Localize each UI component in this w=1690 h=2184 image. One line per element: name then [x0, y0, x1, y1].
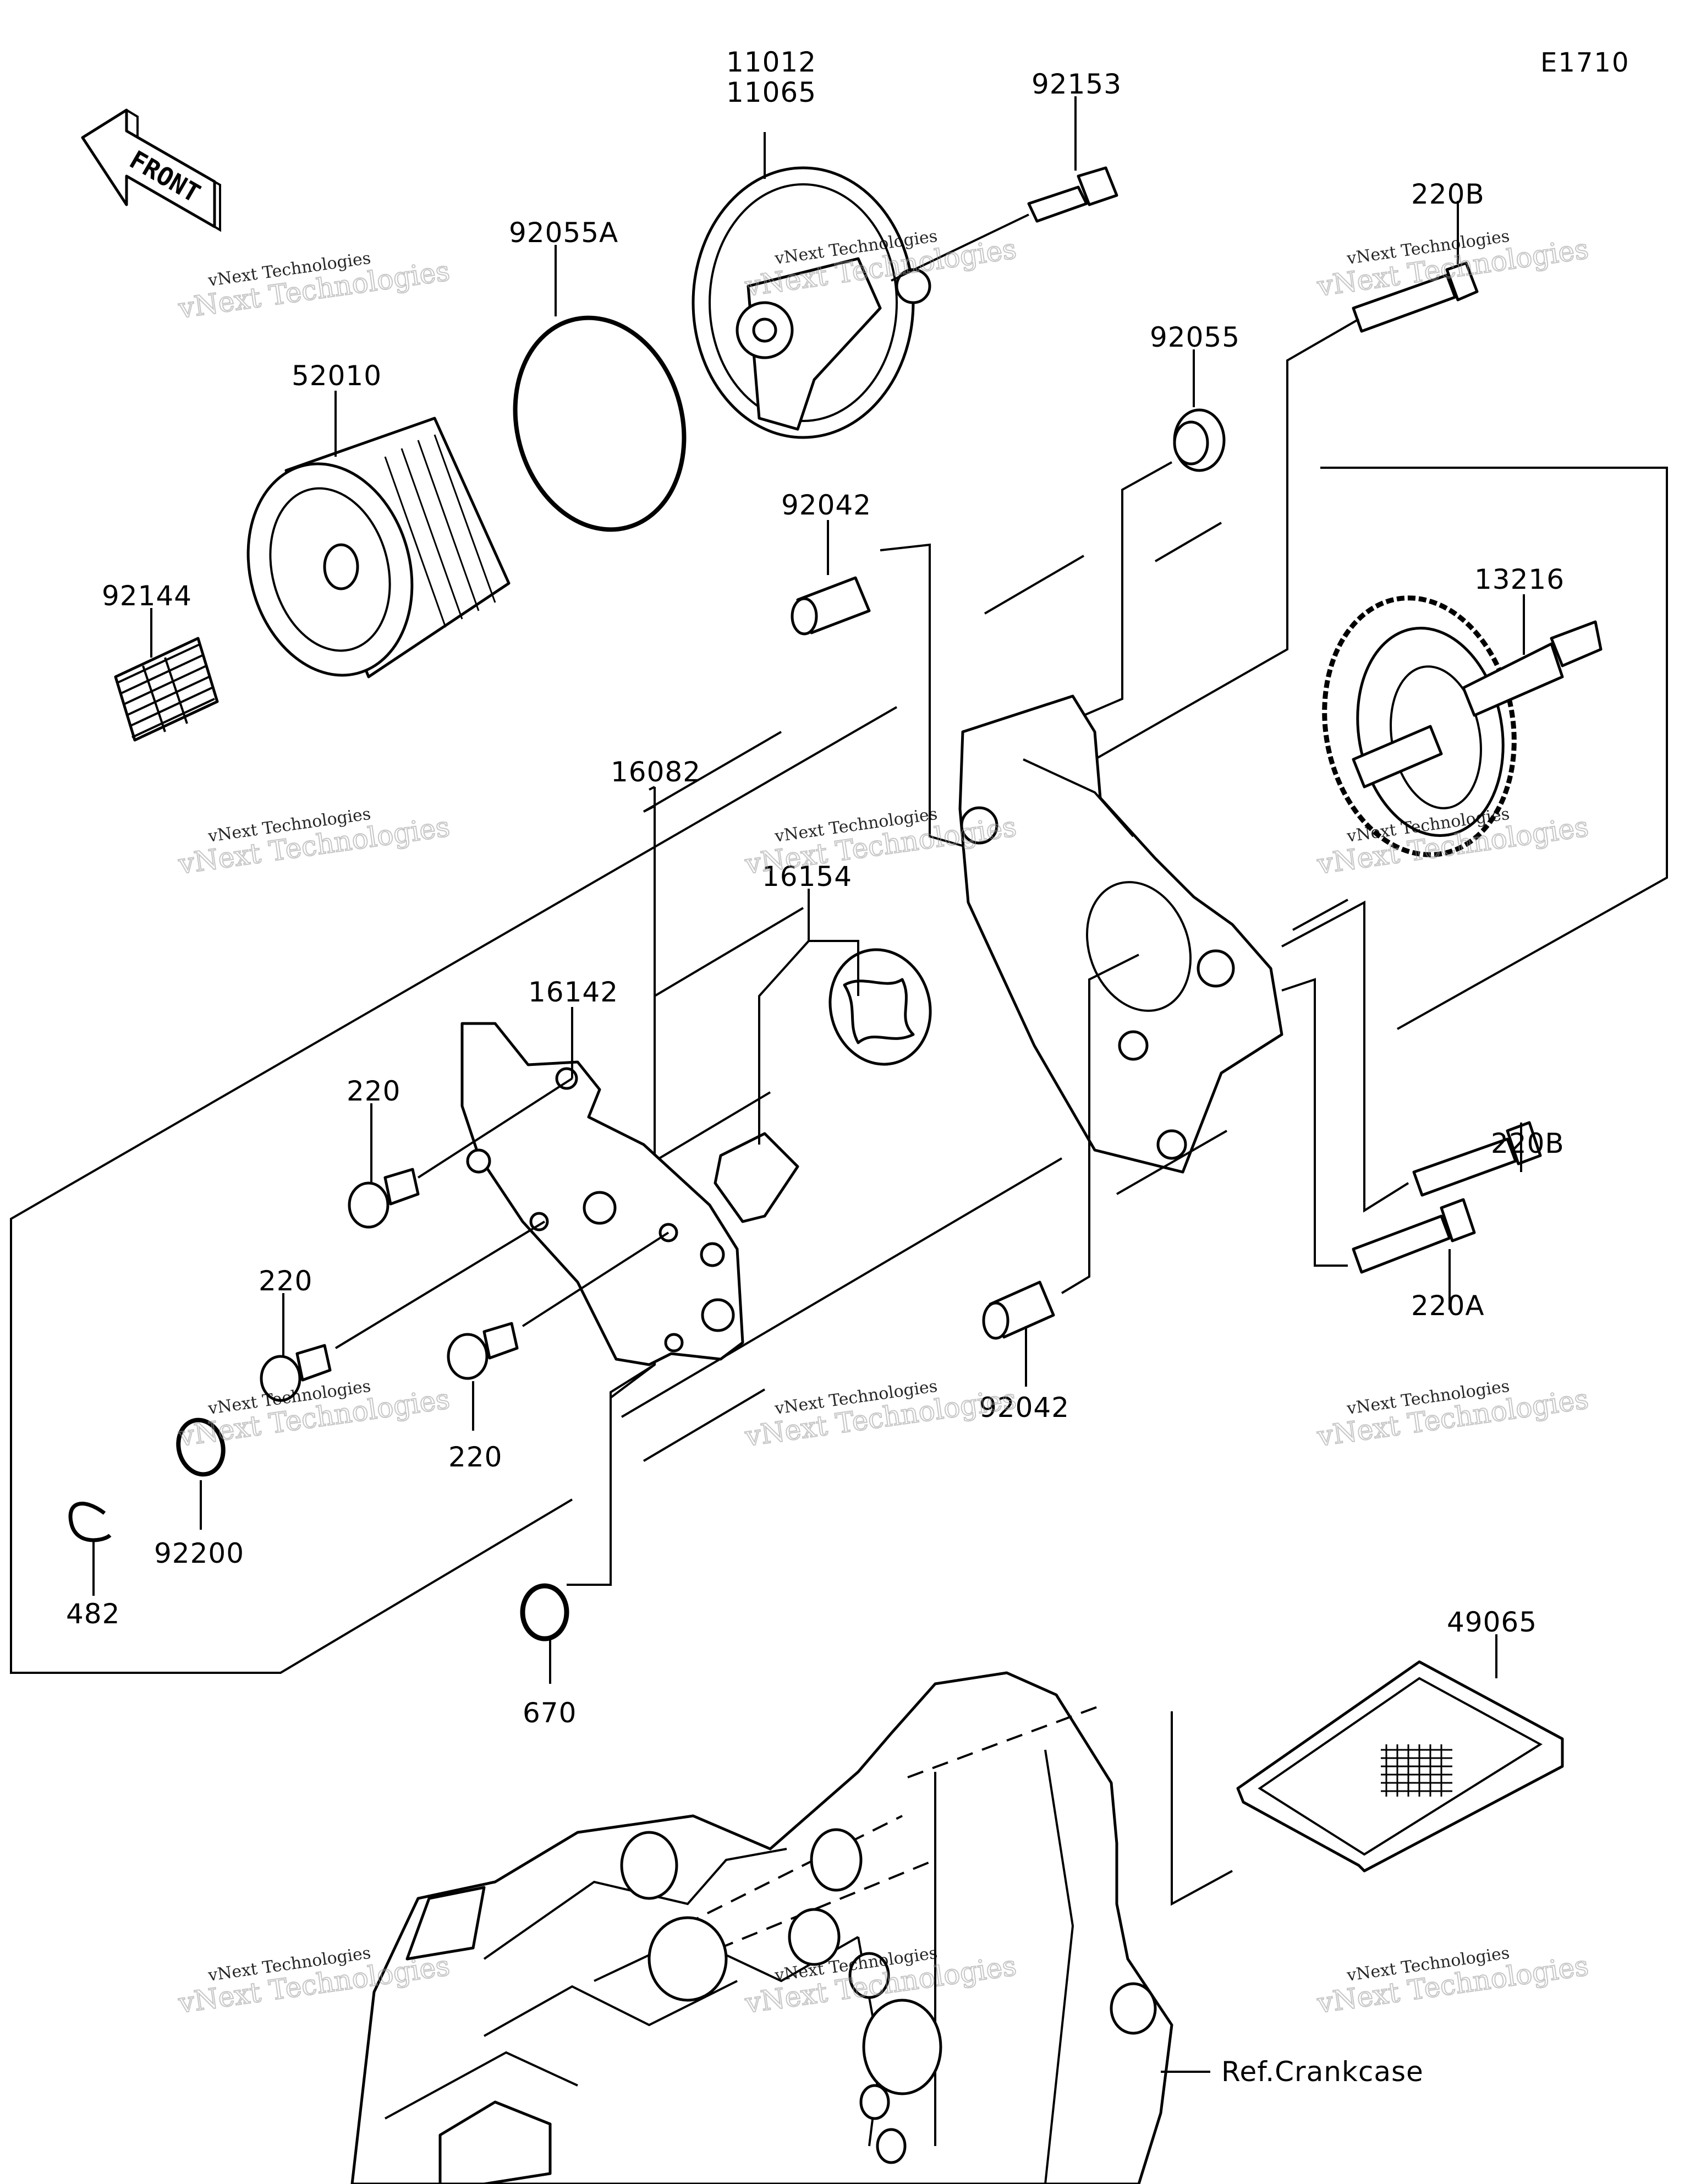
assembly-seg-3: [1154, 522, 1222, 562]
washer-92200[interactable]: [172, 1415, 229, 1479]
dowel-pin-92042-bottom[interactable]: [982, 1280, 1055, 1340]
leader-220b-bottom-path: [1281, 900, 1409, 1213]
circlip-482[interactable]: [68, 1502, 112, 1542]
spring-92144[interactable]: [114, 637, 219, 742]
screw-220-c[interactable]: [447, 1322, 519, 1380]
label-92144: 92144: [102, 580, 192, 612]
assembly-outline-right: [1320, 467, 1668, 1030]
label-52010: 52010: [292, 360, 382, 392]
front-arrow-icon: FRONT: [81, 108, 221, 232]
label-16154: 16154: [762, 861, 852, 893]
label-92153: 92153: [1031, 68, 1122, 100]
label-220b-bottom: 220B: [1491, 1127, 1565, 1159]
o-ring-670[interactable]: [520, 1583, 569, 1641]
assembly-seg-2: [984, 555, 1085, 615]
assembly-seg-1: [643, 731, 782, 813]
label-482: 482: [66, 1598, 120, 1630]
leader-92042-bottom-path: [1061, 954, 1139, 1294]
leader-49065-path: [1171, 1711, 1233, 1906]
dowel-pin-92042-top[interactable]: [791, 576, 871, 636]
assembly-join: [643, 805, 655, 813]
label-220-b: 220: [259, 1265, 312, 1297]
screw-220-a[interactable]: [348, 1168, 420, 1229]
oil-filter-cover[interactable]: [692, 166, 931, 439]
label-16142: 16142: [528, 976, 618, 1008]
leader-220-a-line: [417, 1077, 573, 1179]
leader-220-c-line: [522, 1231, 670, 1327]
label-11012: 11012: [726, 46, 816, 78]
assembly-seg-7: [643, 1388, 766, 1462]
diagram-code: E1710: [1540, 47, 1629, 78]
leader-670-path: [567, 1364, 656, 1586]
o-ring-92055a[interactable]: [492, 299, 707, 549]
label-670: 670: [523, 1697, 577, 1729]
leader-220b-top-path: [1094, 318, 1359, 760]
label-ref-crankcase: Ref.Crankcase: [1221, 2056, 1424, 2088]
assembly-seg-6: [621, 1157, 1063, 1418]
label-49065: 49065: [1447, 1606, 1537, 1638]
bolt-220a[interactable]: [1352, 1198, 1476, 1274]
label-92200: 92200: [154, 1537, 244, 1569]
leader-92042-top-path: [880, 543, 969, 849]
label-11065: 11065: [726, 76, 816, 108]
screw-220-b[interactable]: [260, 1344, 332, 1402]
label-220-c: 220: [448, 1441, 502, 1473]
label-92042-bottom: 92042: [979, 1392, 1069, 1424]
leader-220-b-line: [334, 1220, 546, 1349]
gear-shaft-13216[interactable]: [1305, 583, 1603, 870]
label-220a: 220A: [1411, 1290, 1485, 1322]
oil-screen-49065[interactable]: [1236, 1660, 1564, 1873]
leader-92055-path: [1083, 461, 1172, 716]
assembly-seg-4: [1292, 899, 1348, 931]
oil-pump-body[interactable]: [958, 694, 1283, 1174]
label-92055a: 92055A: [509, 217, 618, 249]
rotor-set-16154[interactable]: [714, 938, 943, 1223]
bolt-220b-top[interactable]: [1352, 261, 1479, 333]
bolt-92153[interactable]: [1027, 166, 1118, 223]
label-220b-top: 220B: [1411, 178, 1485, 210]
assembly-seg-8: [654, 907, 804, 997]
leader-220a-path: [1281, 978, 1348, 1267]
oil-filter-52010[interactable]: [225, 417, 511, 694]
leader-16154-inner: [758, 940, 810, 1145]
pump-cover-16142[interactable]: [460, 1022, 744, 1366]
leader-92153-line: [891, 214, 1029, 282]
leader-16154-outer: [809, 940, 859, 996]
assembly-outline-16082: [10, 706, 898, 1674]
assembly-seg-9: [654, 1091, 771, 1162]
label-92042-top: 92042: [781, 489, 871, 521]
oil-seal-92055[interactable]: [1173, 408, 1226, 472]
label-16082: 16082: [611, 756, 701, 788]
label-13216: 13216: [1474, 563, 1565, 595]
label-220-a: 220: [347, 1075, 400, 1107]
crankcase-reference: [350, 1671, 1173, 2184]
assembly-seg-5: [1116, 1130, 1227, 1195]
label-92055: 92055: [1150, 321, 1240, 353]
